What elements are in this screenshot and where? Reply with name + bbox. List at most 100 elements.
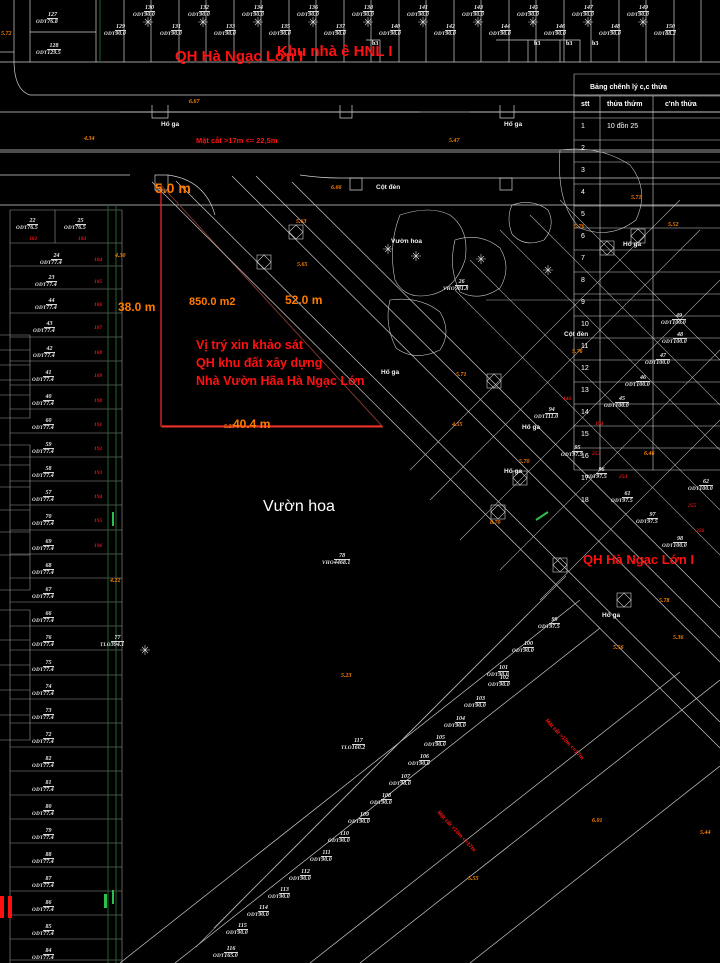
parcel-code: ODT (32, 907, 44, 913)
parcel-code: ODT (33, 353, 45, 359)
road-section-note: Mặt cắt >17m <= 22,5m (196, 136, 278, 145)
parcel-number: 114 (259, 904, 268, 911)
parcel-fraction-bar (498, 670, 509, 672)
parcel-area: 90.0 (225, 30, 236, 37)
b3-mark: b3 (566, 41, 573, 47)
parcel-area: 100.0 (673, 542, 687, 549)
parcel-fraction-bar (43, 689, 54, 691)
table-cell-parcel: 10 đồn 25 (607, 123, 639, 130)
parcel-number: 117 (354, 737, 363, 744)
parcel-code: ODT (226, 930, 238, 936)
parcel-area: 77.4 (46, 304, 57, 311)
parcel-code: ODT (32, 763, 44, 769)
parcel-number: 88 (45, 851, 52, 858)
parcel-fraction-bar (500, 29, 511, 31)
plot-description-line-1: Vị trý xin khảo sát (196, 338, 303, 352)
lamp-post-symbols (140, 17, 648, 655)
parcel-code: ODT (32, 835, 44, 841)
parcel-code: ODT (214, 31, 226, 37)
table-cell-stt: 10 (581, 321, 589, 328)
table-cell-stt: 16 (581, 453, 589, 460)
parcel-code: ODT (604, 403, 616, 409)
parcel-fraction-bar (665, 29, 676, 31)
plot-description-line-3: Nhà Vườn Hãa Hà Ngạc Lớn (196, 374, 365, 388)
parcel-fraction-bar (673, 337, 687, 339)
parcel-fraction-bar (454, 284, 469, 286)
parcel-code: ODT (407, 12, 419, 18)
parcel-area: 77.4 (43, 569, 54, 576)
parcel-index: 192 (94, 446, 103, 452)
parcel-number: 42 (46, 345, 53, 352)
parcel-number: 116 (226, 945, 236, 952)
parcel-fraction-bar (47, 17, 58, 19)
parcel-fraction-bar (390, 29, 401, 31)
parcel-area: 97.5 (622, 497, 633, 504)
parcel-area: 90.0 (475, 702, 486, 709)
parcel-fraction-bar (43, 953, 54, 955)
parcel-area: 90.0 (523, 647, 534, 654)
parcel-fraction-bar (43, 519, 54, 521)
parcel-number: 46 (640, 374, 647, 381)
b3-mark: b3 (592, 41, 599, 47)
dimension-value: 5.47 (449, 138, 460, 144)
feature-label: Hố ga (623, 241, 642, 248)
parcel-index: 254 (619, 474, 628, 480)
parcel-area: 90.0 (237, 929, 248, 936)
parcel-fraction-bar (572, 450, 583, 452)
parcel-area: 77.4 (43, 617, 54, 624)
left-parcel-grid (9, 209, 123, 963)
parcel-number: 95 (574, 444, 581, 451)
parcel-index: 253 (592, 451, 601, 457)
parcel-number: 24 (53, 252, 60, 259)
parcel-code: ODT (32, 931, 44, 937)
parcel-number: 142 (446, 23, 456, 30)
parcel-code: ODT (32, 618, 44, 624)
parcel-fraction-bar (43, 929, 54, 931)
parcel-area: 90.0 (528, 11, 539, 18)
parcel-area: 77.4 (44, 327, 55, 334)
parcel-area: 90.0 (610, 30, 621, 37)
parcel-code: ODT (188, 12, 200, 18)
parcel-area: 90.0 (115, 30, 126, 37)
parcel-code: ODT (32, 859, 44, 865)
parcel-fraction-bar (699, 484, 713, 486)
parcel-number: 47 (660, 352, 667, 359)
parcel-area: 90.0 (253, 11, 264, 18)
parcel-number: 43 (46, 320, 53, 327)
parcel-area: 77.4 (43, 448, 54, 455)
table-cell-stt: 4 (581, 189, 585, 196)
parcel-number: 134 (254, 4, 264, 11)
parcel-number: 99 (551, 616, 558, 623)
parcel-code: ODT (585, 474, 597, 480)
parcel-code: ODT (36, 19, 48, 25)
parcel-code: ODT (538, 624, 550, 630)
table-cell-stt: 6 (581, 233, 585, 240)
parcel-area: 100.0 (656, 359, 670, 366)
parcel-number: 44 (48, 297, 55, 304)
parcel-fraction-bar (622, 496, 633, 498)
parcel-code: ODT (16, 225, 28, 231)
parcel-code: ODT (297, 12, 309, 18)
parcel-area: 77.4 (43, 376, 54, 383)
lower-diagonal-road (119, 599, 720, 963)
parcel-fraction-bar (43, 640, 54, 642)
parcel-number: 97 (649, 511, 656, 518)
